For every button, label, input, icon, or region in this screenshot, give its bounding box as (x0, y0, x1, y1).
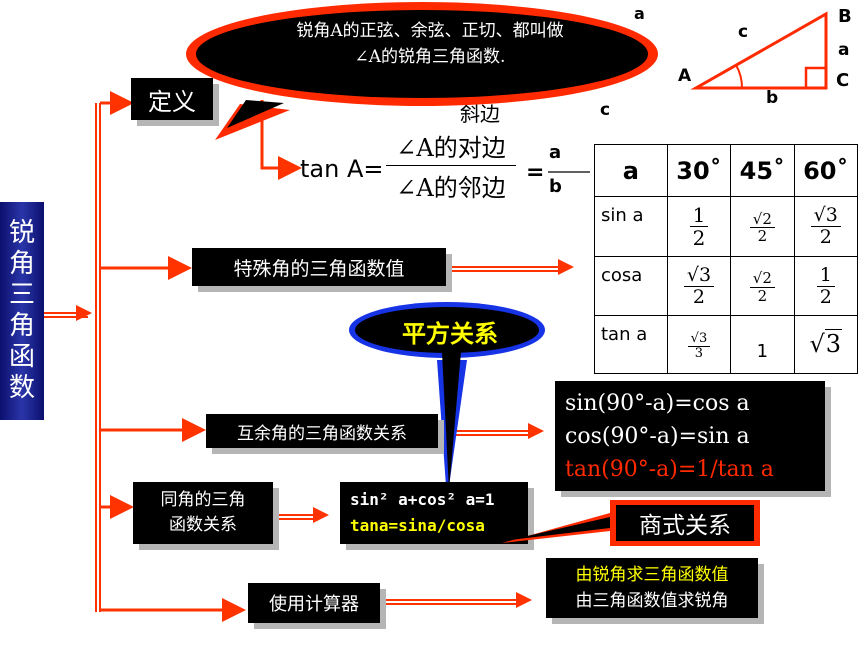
square-relation-label: 平方关系 (402, 320, 498, 348)
calculator-result-box: 由锐角求三角函数值 由三角函数值求锐角 (546, 558, 758, 618)
formula-line: cos(90°-a)=sin a (565, 423, 750, 449)
formula-line: tan(90°-a)=1/tan a (565, 456, 774, 482)
complementary-angles-box: 互余角的三角函数关系 (206, 414, 438, 448)
quotient-relation-box: 商式关系 (616, 505, 754, 541)
vertex-b-label: B (838, 6, 852, 27)
title-char: 角 (8, 249, 35, 279)
result-line-2: 由三角函数值求锐角 (575, 591, 729, 611)
title-char: 锐 (8, 218, 35, 248)
calculator-box: 使用计算器 (248, 583, 380, 623)
tan-numerator: ∠A的对边 (396, 134, 506, 162)
table-cell: 1 (730, 314, 795, 375)
vertex-c-label: C (836, 70, 850, 91)
side-b-label: b (766, 88, 779, 108)
side-a-label-partial: a (634, 4, 645, 23)
vertex-a-label: A (678, 66, 692, 86)
complementary-formulas-box: sin(90°-a)=cos a cos(90°-a)=sin a tan(90… (555, 381, 825, 491)
side-a-label: a (838, 40, 850, 60)
identity-quotient: tana=sina/cosa (350, 516, 485, 535)
same-angle-relation-box: 同角的三角 函数关系 (133, 482, 273, 544)
identities-box: sin² a+cos² a=1 tana=sina/cosa (340, 482, 528, 544)
hypotenuse-text: 斜边 (460, 102, 500, 126)
tan-formula-lhs: tan A= (300, 155, 384, 183)
square-relation-bubble (349, 302, 545, 500)
same-angle-line-2: 函数关系 (169, 515, 237, 535)
tan-rhs-numerator: a (549, 142, 562, 163)
table-cell: √3 (793, 314, 859, 375)
quotient-pointer (502, 513, 610, 543)
table-header-cell: a (594, 143, 668, 198)
side-c-label: c (738, 22, 749, 42)
tan-formula-fraction: ∠A的对边 ∠A的邻边 (386, 128, 516, 203)
title-char: 角 (8, 311, 35, 341)
tan-rhs-denominator: b (549, 176, 562, 197)
identity-square: sin² a+cos² a=1 (350, 490, 495, 509)
title-char: 三 (8, 280, 35, 310)
right-triangle-diagram (690, 11, 828, 90)
formula-line: sin(90°-a)=cos a (565, 390, 750, 416)
bubble-line-2: ∠A的锐角三角函数. (354, 47, 506, 67)
row-label: tan a (594, 314, 668, 375)
table-header-cell: 45˚ (730, 143, 795, 198)
title-char: 数 (8, 373, 35, 403)
main-title-vertical: 锐 角 三 角 函 数 (0, 202, 44, 420)
title-char: 函 (8, 342, 35, 372)
definition-bubble-text: 锐角A的正弦、余弦、正切、都叫做 ∠A的锐角三角函数. (230, 18, 630, 70)
definition-speech-bubble (186, 2, 658, 140)
definition-box: 定义 (131, 78, 213, 120)
table-header-cell: 30˚ (666, 143, 732, 198)
bubble-line-1: 锐角A的正弦、余弦、正切、都叫做 (296, 21, 564, 41)
result-line-1: 由锐角求三角函数值 (575, 565, 729, 585)
quotient-relation-frame: 商式关系 (610, 500, 760, 546)
row-label: cosa (594, 256, 668, 316)
row-label: sin a (594, 196, 668, 258)
tan-denominator: ∠A的邻边 (396, 174, 506, 202)
table-header-cell: 60˚ (793, 143, 859, 198)
side-c-label-partial: c (600, 100, 611, 120)
same-angle-line-1: 同角的三角 (160, 490, 246, 510)
tan-formula-eq: = (526, 160, 545, 185)
special-angles-box: 特殊角的三角函数值 (192, 248, 446, 286)
